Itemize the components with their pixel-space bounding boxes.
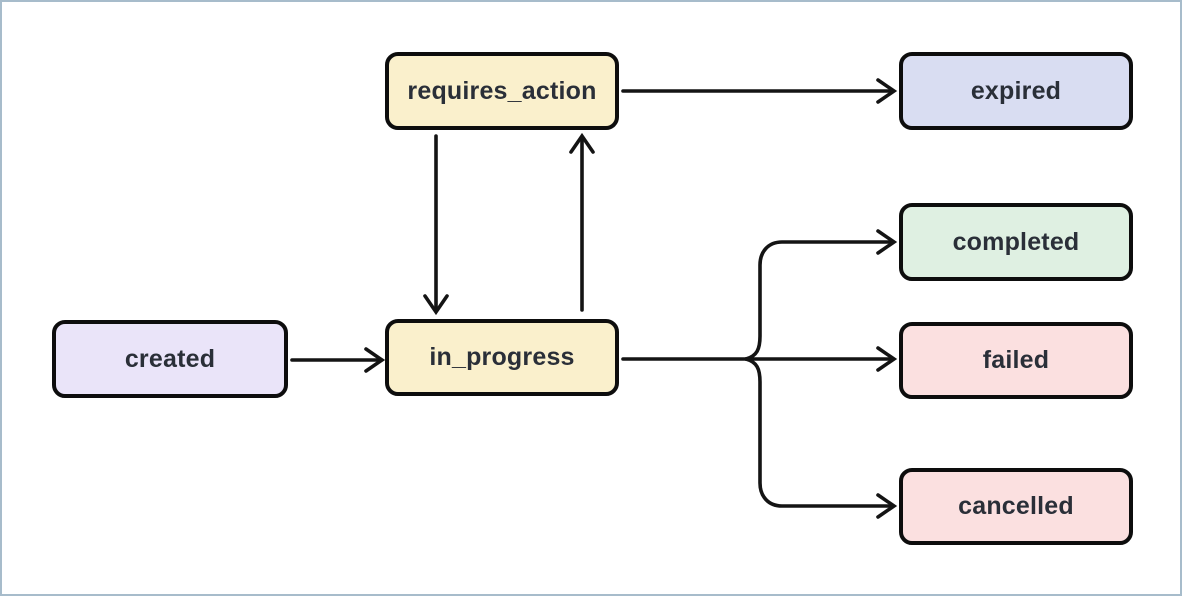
edge-in_progress-to-failed <box>621 346 898 372</box>
edge-requires_action-to-expired <box>621 78 898 104</box>
node-in-progress: in_progress <box>385 319 619 396</box>
edge-in_progress-to-requires_action <box>569 132 595 312</box>
node-requires-action: requires_action <box>385 52 619 130</box>
edge-in_progress-to-completed <box>744 229 898 361</box>
node-failed: failed <box>899 322 1133 399</box>
node-expired: expired <box>899 52 1133 130</box>
node-cancelled: cancelled <box>899 468 1133 545</box>
node-created: created <box>52 320 288 398</box>
edge-created-to-in_progress <box>290 347 386 373</box>
edge-requires_action-to-in_progress <box>423 134 449 316</box>
node-completed: completed <box>899 203 1133 281</box>
edge-in_progress-to-cancelled <box>744 357 898 519</box>
